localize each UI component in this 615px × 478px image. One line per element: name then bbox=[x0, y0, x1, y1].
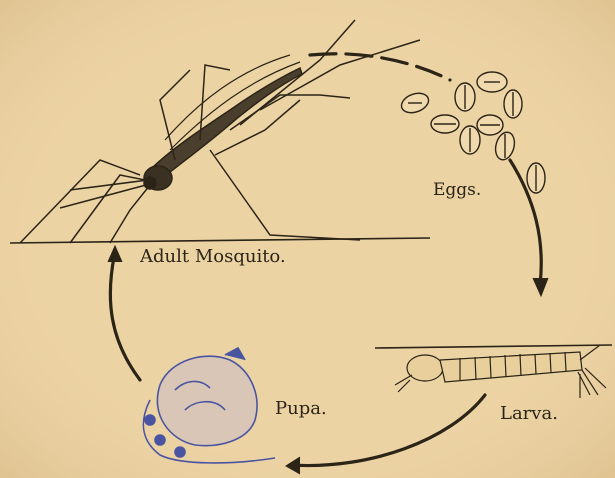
label-adult-mosquito: Adult Mosquito. bbox=[140, 246, 286, 267]
label-eggs: Eggs. bbox=[433, 180, 481, 200]
label-larva: Larva. bbox=[500, 403, 558, 424]
label-pupa: Pupa. bbox=[275, 398, 327, 419]
